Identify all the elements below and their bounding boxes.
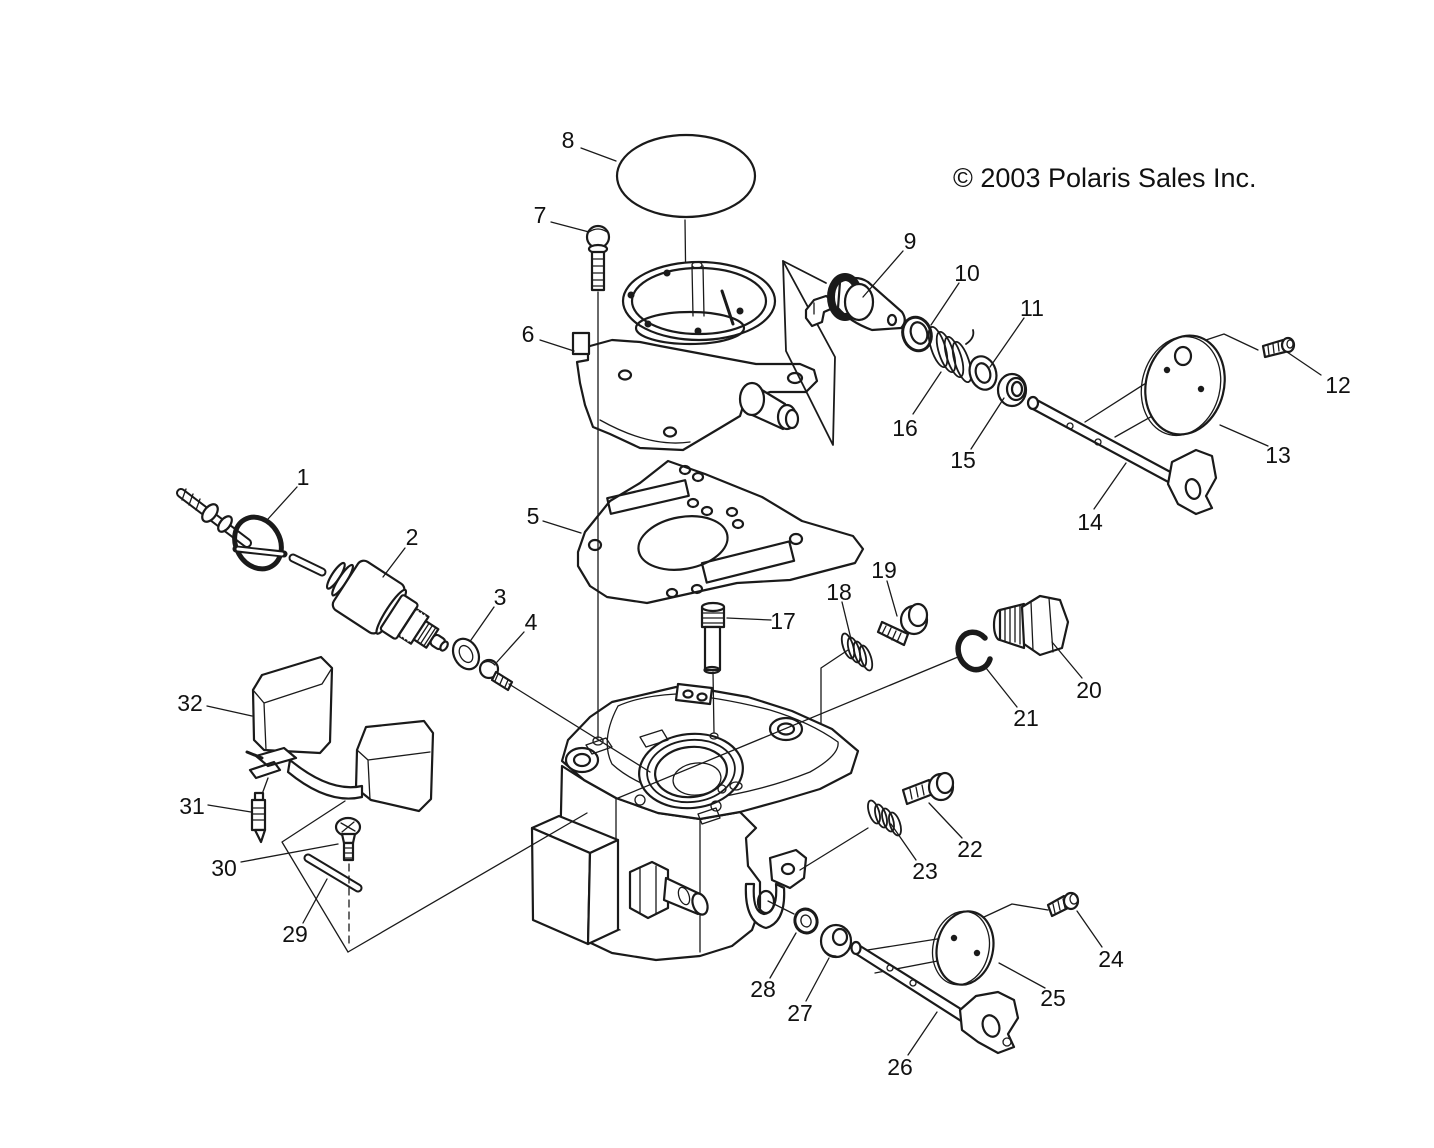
part-4-jet-fitting (478, 658, 514, 692)
callout-2: 2 (406, 524, 419, 550)
part-25-choke-plate (931, 910, 995, 986)
part-23-spring (867, 799, 902, 837)
reference-plane-plate (782, 260, 836, 446)
callout-20: 20 (1076, 677, 1102, 703)
callout-3: 3 (494, 584, 507, 610)
part-17-main-jet (700, 601, 726, 675)
callout-18: 18 (826, 579, 852, 605)
part-32-float-assembly (245, 655, 435, 813)
callout-7: 7 (534, 202, 547, 228)
part-8-cover-disc (615, 133, 757, 219)
part-3-o-ring (451, 637, 481, 671)
part-16-spring (927, 326, 975, 383)
callout-23: 23 (912, 858, 938, 884)
leader-lines (206, 147, 1322, 1056)
part-11-seal-ring (968, 355, 998, 391)
part-6-upper-body (571, 260, 819, 452)
callout-24: 24 (1098, 946, 1124, 972)
part-7-cover-screw (585, 224, 611, 292)
callout-31: 31 (179, 793, 205, 819)
part-29-float-pin (303, 853, 363, 893)
part-24-screw (1046, 891, 1080, 918)
part-14-throttle-shaft (1026, 395, 1218, 516)
part-22-screw (901, 771, 955, 806)
part-19-screw (876, 602, 929, 647)
part-15-bushing (996, 372, 1028, 408)
callout-13: 13 (1265, 442, 1291, 468)
part-1-cable-end (176, 488, 327, 577)
callout-10: 10 (954, 260, 980, 286)
callout-21: 21 (1013, 705, 1039, 731)
part-26-choke-shaft (850, 940, 1020, 1055)
part-31-needle-valve (250, 777, 269, 844)
carburetor-body (530, 682, 860, 962)
part-5-gasket (576, 459, 865, 605)
callout-5: 5 (527, 503, 540, 529)
part-6-tab (571, 331, 591, 356)
callout-14: 14 (1077, 509, 1103, 535)
callout-19: 19 (871, 557, 897, 583)
callout-16: 16 (892, 415, 918, 441)
part-2-choke-plunger (325, 559, 449, 652)
callout-9: 9 (904, 228, 917, 254)
part-30-bowl-screw (334, 816, 362, 862)
callout-11: 11 (1020, 295, 1044, 321)
callout-8: 8 (562, 127, 575, 153)
callout-26: 26 (887, 1054, 913, 1080)
callout-17: 17 (770, 608, 796, 634)
callout-12: 12 (1325, 372, 1351, 398)
part-18-spring (840, 632, 874, 672)
callout-32: 32 (177, 690, 203, 716)
copyright-notice: © 2003 Polaris Sales Inc. (953, 163, 1257, 193)
callout-30: 30 (211, 855, 237, 881)
part-28-seal (793, 907, 819, 935)
callout-29: 29 (282, 921, 308, 947)
callout-15: 15 (950, 447, 976, 473)
callout-22: 22 (957, 836, 983, 862)
part-9-cam-lever (804, 273, 906, 332)
callouts: 1 2 3 4 5 6 7 8 9 10 11 12 13 14 15 16 1… (177, 127, 1351, 1080)
part-10-washer (901, 315, 933, 353)
part-27-bushing (819, 923, 853, 959)
callout-6: 6 (522, 321, 535, 347)
callout-1: 1 (297, 464, 310, 490)
callout-28: 28 (750, 976, 776, 1002)
callout-4: 4 (525, 609, 538, 635)
callout-25: 25 (1040, 985, 1066, 1011)
part-20-plug (992, 594, 1070, 657)
part-13-throttle-plate (1140, 334, 1226, 437)
part-21-retaining-ring (955, 629, 993, 673)
callout-27: 27 (787, 1000, 813, 1026)
